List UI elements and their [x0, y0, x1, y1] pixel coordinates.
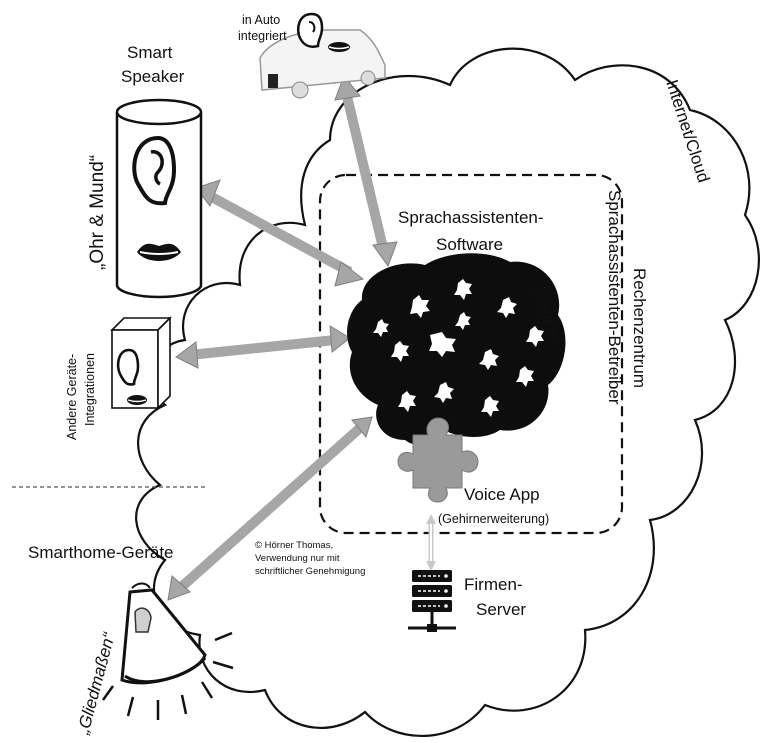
smart-speaker-title-line2: Speaker — [121, 67, 185, 86]
car-ear-icon — [296, 12, 324, 48]
arrow-server-voiceapp — [426, 514, 436, 571]
device-mouth-icon — [127, 395, 147, 405]
copyright-line2: Verwendung nur mit — [255, 553, 340, 564]
andere-geraete-label: Andere Geräte- — [65, 354, 79, 440]
car-icon — [259, 29, 386, 99]
smart-speaker-title-line1: Smart — [127, 43, 173, 62]
ohr-mund-label: „Ohr & Mund“ — [87, 155, 108, 270]
copyright-line1: © Hörner Thomas, — [255, 540, 333, 551]
software-label-line2: Software — [436, 235, 503, 254]
arrow-car-brain — [334, 75, 398, 268]
arrow-speaker-brain — [195, 179, 365, 287]
betreiber-label: Sprachassistenten-Betreiber — [605, 190, 624, 405]
speaker-mouth-icon — [137, 243, 181, 261]
rechenzentrum-dashed-box — [318, 173, 624, 535]
speaker-ear-icon — [132, 135, 177, 206]
firmen-label: Firmen- — [464, 575, 523, 594]
device-cube — [110, 316, 172, 410]
device-ear-icon — [116, 348, 140, 386]
gehirnerweiterung-label: (Gehirnerweiterung) — [438, 512, 549, 526]
car-label-line1: in Auto — [242, 13, 280, 27]
rechenzentrum-label: Rechenzentrum — [630, 268, 649, 388]
server-label: Server — [476, 600, 526, 619]
brain-icon — [347, 253, 566, 446]
integrationen-label: Integrationen — [83, 353, 97, 426]
arrow-lamp-brain — [167, 416, 373, 601]
arrow-device-brain — [175, 325, 351, 369]
car-mouth-icon — [328, 42, 350, 52]
gliedmassen-label: „Gliedmaßen“ — [73, 629, 119, 737]
software-label-line1: Sprachassistenten- — [398, 208, 544, 227]
copyright-line3: schriftlicher Genehmigung — [255, 566, 365, 577]
server-icon — [408, 570, 456, 632]
puzzle-piece-icon — [397, 417, 479, 503]
lamp-icon — [101, 582, 234, 720]
voice-app-label: Voice App — [464, 485, 540, 504]
smarthome-label: Smarthome-Geräte — [28, 543, 174, 562]
car-label-line2: integriert — [238, 29, 287, 43]
